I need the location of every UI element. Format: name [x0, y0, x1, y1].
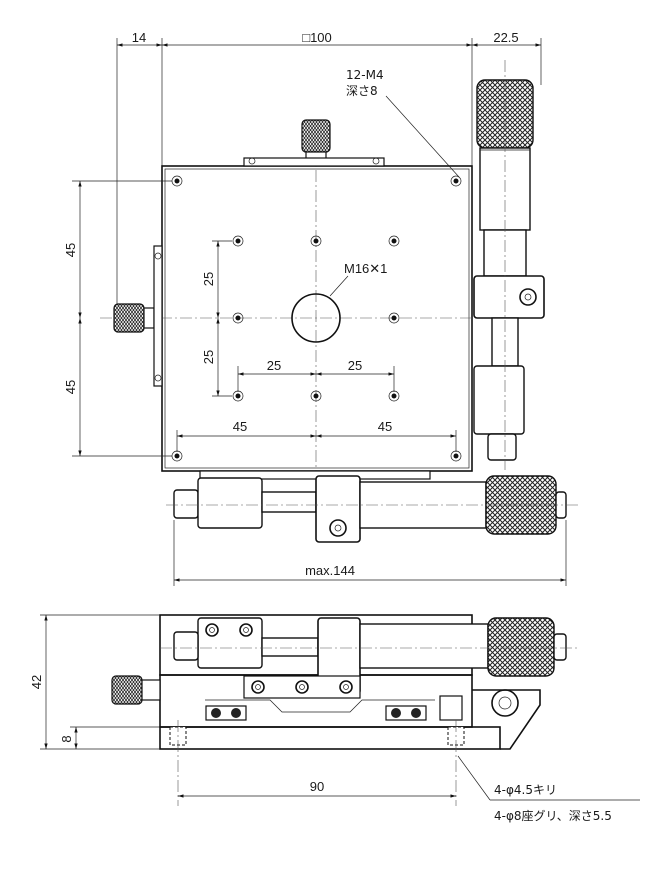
dim-v-upper-45-label: 45 — [63, 243, 78, 257]
tap-holes — [232, 235, 400, 402]
cross-roller-guides — [205, 695, 463, 721]
side-screws — [111, 617, 567, 717]
dim-h-right-25: 25 — [316, 358, 394, 376]
dim-left-offset: 14 — [117, 30, 162, 47]
x-micrometer — [166, 470, 580, 543]
dim-h-left-45: 45 — [177, 419, 316, 438]
dim-h-left-45-label: 45 — [233, 419, 247, 434]
tap-note-line2: 深さ8 — [346, 84, 378, 98]
dim-v-lower-25-label: 25 — [201, 350, 216, 364]
dim-v-upper-25: 25 — [201, 241, 220, 318]
side-view: 42 8 90 4-φ4.5キリ 4-φ8座グリ、深さ5.5 — [29, 614, 640, 823]
dim-pitch-label: 90 — [310, 779, 324, 794]
dim-h-right-25-label: 25 — [348, 358, 362, 373]
dim-base-label: 8 — [59, 735, 74, 742]
top-lock-screw — [243, 119, 385, 167]
dim-micrometer-label: 22.5 — [493, 30, 518, 45]
dim-height: 42 — [29, 615, 48, 749]
y-micrometer — [473, 60, 545, 470]
hole-note-line1: 4-φ4.5キリ — [494, 783, 557, 797]
counterbore-holes — [169, 720, 465, 806]
hole-note-line2: 4-φ8座グリ、深さ5.5 — [494, 808, 612, 823]
center-hole — [291, 293, 341, 343]
dim-max: max.144 — [174, 563, 566, 582]
dim-micrometer: 22.5 — [472, 30, 541, 47]
dim-v-lower-25: 25 — [201, 318, 220, 396]
base-plate — [159, 726, 501, 750]
tap-note-line1: 12-M4 — [346, 68, 384, 82]
stage-plate — [161, 165, 473, 472]
dim-v-upper-45: 45 — [63, 181, 82, 318]
dim-h-right-45-label: 45 — [378, 419, 392, 434]
dim-h-right-45: 45 — [316, 419, 456, 438]
center-hole-label: M16✕1 — [344, 261, 387, 276]
dim-base: 8 — [59, 727, 78, 749]
dim-width-label: □100 — [302, 30, 332, 45]
corner-holes — [171, 175, 462, 462]
dim-left-offset-label: 14 — [132, 30, 146, 45]
dim-pitch: 90 — [178, 779, 456, 798]
dim-width: □100 — [162, 30, 472, 47]
dim-h-left-25-label: 25 — [267, 358, 281, 373]
top-view: 14 □100 22.5 45 45 25 — [63, 30, 580, 586]
dim-v-upper-25-label: 25 — [201, 272, 216, 286]
dim-v-lower-45-label: 45 — [63, 380, 78, 394]
dim-max-label: max.144 — [305, 563, 355, 578]
dim-height-label: 42 — [29, 675, 44, 689]
dim-h-left-25: 25 — [238, 358, 316, 376]
left-lock-screw — [113, 245, 163, 387]
dim-v-lower-45: 45 — [63, 318, 82, 456]
